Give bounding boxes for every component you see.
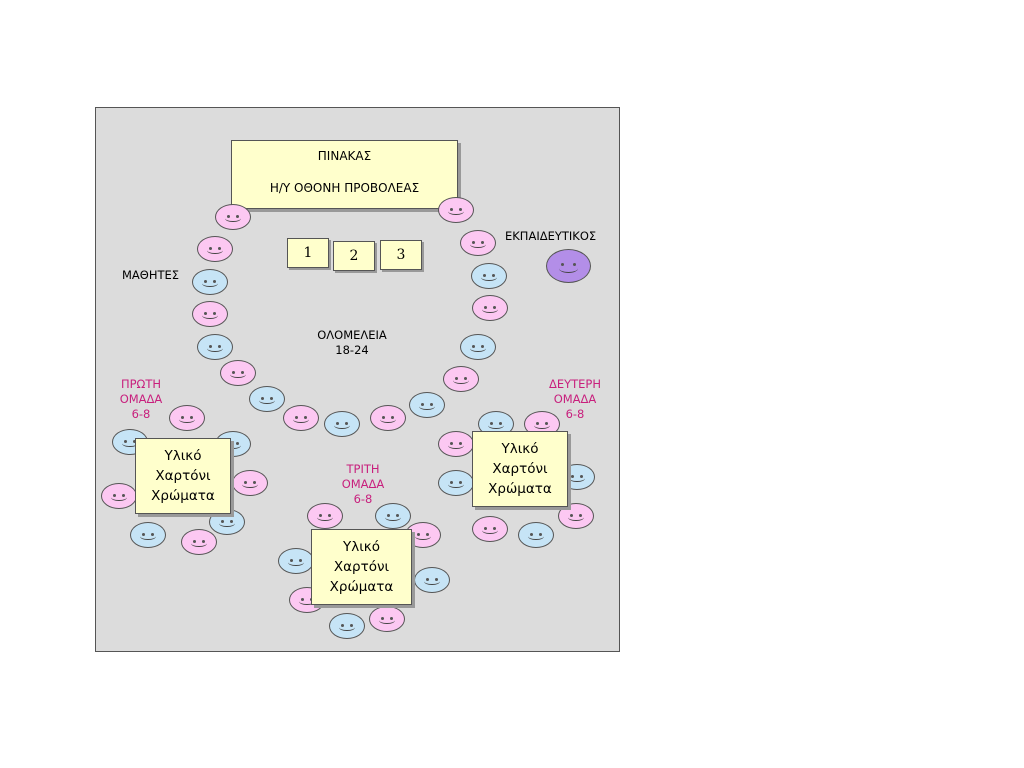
student-smiley-icon [130, 522, 166, 548]
group2-label-line3: 6-8 [565, 407, 585, 421]
student-smiley-icon [249, 386, 285, 412]
student-smiley-icon [460, 230, 496, 256]
group1-label: ΠΡΩΤΗ ΟΜΑΔΑ 6-8 [110, 377, 172, 422]
student-smiley-icon [558, 503, 594, 529]
group1-label-line3: 6-8 [131, 407, 151, 421]
materials-line2: Χαρτόνι [492, 461, 548, 477]
student-smiley-icon [324, 411, 360, 437]
materials-line1: Υλικό [501, 441, 539, 457]
materials-line1: Υλικό [342, 539, 381, 555]
student-smiley-icon [215, 204, 251, 230]
student-smiley-icon [101, 483, 137, 509]
group2-label-line1: ΔΕΥΤΕΡΗ [548, 377, 602, 391]
student-smiley-icon [438, 197, 474, 223]
group3-label-line1: ΤΡΙΤΗ [346, 462, 380, 476]
student-smiley-icon [471, 263, 507, 289]
numbered-box-2: 2 [333, 241, 375, 271]
board-box: ΠΙΝΑΚΑΣ Η/Υ ΟΘΟΝΗ ΠΡΟΒΟΛΕΑΣ [231, 140, 458, 209]
student-smiley-icon [329, 613, 365, 639]
group2-label: ΔΕΥΤΕΡΗ ΟΜΑΔΑ 6-8 [540, 377, 610, 422]
student-smiley-icon [472, 295, 508, 321]
group3-label: ΤΡΙΤΗ ΟΜΑΔΑ 6-8 [330, 462, 396, 507]
student-smiley-icon [438, 470, 474, 496]
materials-line2: Χαρτόνι [333, 559, 390, 575]
student-smiley-icon [460, 334, 496, 360]
student-smiley-icon [197, 334, 233, 360]
student-smiley-icon [438, 431, 474, 457]
plenary-label-line2: 18-24 [335, 343, 369, 357]
group2-label-line2: ΟΜΑΔΑ [553, 392, 597, 406]
student-smiley-icon [414, 567, 450, 593]
materials-box-group1: Υλικό Χαρτόνι Χρώματα [135, 438, 231, 514]
student-smiley-icon [370, 405, 406, 431]
student-smiley-icon [181, 529, 217, 555]
student-smiley-icon [375, 503, 411, 529]
student-smiley-icon [278, 548, 314, 574]
group3-label-line2: ΟΜΑΔΑ [341, 477, 385, 491]
student-smiley-icon [283, 405, 319, 431]
student-smiley-icon [192, 269, 228, 295]
teacher-label: ΕΚΠΑΙΔΕΥΤΙΚΟΣ [505, 229, 597, 243]
materials-box-group3: Υλικό Χαρτόνι Χρώματα [311, 529, 412, 605]
student-smiley-icon [192, 301, 228, 327]
student-smiley-icon [472, 516, 508, 542]
student-smiley-icon [409, 392, 445, 418]
student-smiley-icon [369, 606, 405, 632]
plenary-label: ΟΛΟΜΕΛΕΙΑ 18-24 [310, 328, 394, 358]
plenary-label-line1: ΟΛΟΜΕΛΕΙΑ [317, 328, 387, 342]
materials-line3: Χρώματα [329, 579, 394, 595]
student-smiley-icon [232, 470, 268, 496]
teacher-smiley-icon [546, 249, 591, 283]
group1-label-line1: ΠΡΩΤΗ [120, 377, 162, 391]
student-smiley-icon [169, 405, 205, 431]
student-smiley-icon [518, 522, 554, 548]
materials-line3: Χρώματα [488, 481, 552, 497]
group3-label-line3: 6-8 [353, 492, 373, 506]
students-label: ΜΑΘΗΤΕΣ [122, 268, 180, 282]
materials-line2: Χαρτόνι [155, 468, 211, 484]
student-smiley-icon [220, 360, 256, 386]
numbered-box-3: 3 [380, 240, 422, 270]
group1-label-line2: ΟΜΑΔΑ [119, 392, 163, 406]
materials-line1: Υλικό [164, 448, 202, 464]
board-title: ΠΙΝΑΚΑΣ [317, 149, 372, 163]
numbered-box-1: 1 [287, 238, 329, 268]
student-smiley-icon [197, 236, 233, 262]
materials-box-group2: Υλικό Χαρτόνι Χρώματα [472, 431, 568, 507]
student-smiley-icon [443, 366, 479, 392]
materials-line3: Χρώματα [151, 488, 215, 504]
board-equipment: Η/Υ ΟΘΟΝΗ ΠΡΟΒΟΛΕΑΣ [269, 181, 420, 195]
student-smiley-icon [307, 503, 343, 529]
